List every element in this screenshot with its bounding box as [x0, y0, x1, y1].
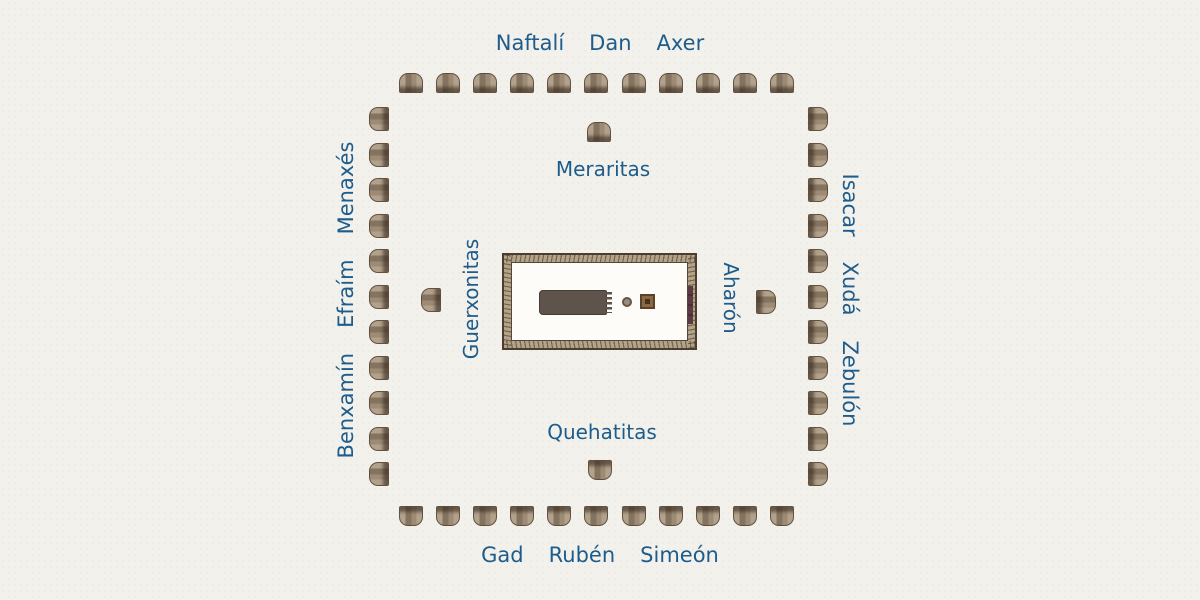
tent-icon: [621, 73, 646, 93]
tent-icon: [510, 506, 535, 526]
tribe-simeon: Simeón: [640, 543, 719, 567]
altar-icon: [640, 294, 655, 309]
tent-icon: [732, 73, 757, 93]
tent-icon: [808, 426, 828, 451]
tribe-dan: Dan: [589, 31, 632, 55]
levite-guerxonitas-tents: [421, 288, 441, 312]
tent-icon: [473, 73, 498, 93]
tent-icon: [621, 506, 646, 526]
levite-quehatitas-tents: [588, 460, 612, 480]
fence-north: [504, 255, 695, 262]
tent-icon: [769, 506, 794, 526]
tribe-isacar: Isacar: [838, 173, 862, 237]
levite-quehatitas-label: Quehatitas: [547, 420, 657, 444]
tribe-efraim: Efraím: [334, 259, 358, 328]
tent-icon: [732, 506, 757, 526]
camp-south-tents: [399, 506, 794, 526]
levite-meraritas-tents: [587, 122, 611, 142]
tribe-menaxes: Menaxés: [334, 141, 358, 235]
tent-icon: [436, 506, 461, 526]
tent-icon: [369, 320, 389, 344]
tent-icon: [369, 462, 389, 486]
tent-icon: [808, 213, 828, 238]
tent-icon: [808, 249, 828, 273]
tent-icon: [808, 320, 828, 344]
tent-icon: [369, 249, 389, 273]
tent-icon: [547, 73, 572, 93]
tent-icon: [369, 284, 389, 309]
fence-west: [504, 255, 511, 348]
tent-icon: [584, 73, 609, 93]
tent-icon: [369, 107, 389, 131]
altar-hearth: [645, 299, 650, 304]
tent-icon: [658, 73, 683, 93]
tribe-axer: Axer: [656, 31, 705, 55]
tent-icon: [588, 460, 612, 480]
tent-icon: [695, 506, 720, 526]
north-tribes-label: Naftalí Dan Axer: [496, 31, 704, 55]
camp-east-tents: [808, 107, 828, 486]
tent-icon: [510, 73, 535, 93]
tent-icon: [808, 107, 828, 131]
tent-icon: [369, 355, 389, 380]
tribe-zebulon: Zebulón: [838, 340, 862, 427]
tribe-benxamin: Benxamín: [334, 352, 358, 459]
tent-icon: [808, 391, 828, 415]
levite-guerxonitas-label: Guerxonitas: [459, 238, 483, 360]
tent-icon: [369, 213, 389, 238]
entrance-screen: [688, 286, 693, 324]
courtyard-fence: [502, 253, 697, 350]
tent-icon: [808, 355, 828, 380]
tent-icon: [436, 73, 461, 93]
tribe-ruben: Rubén: [548, 543, 616, 567]
laver-basin-icon: [622, 297, 632, 307]
tent-icon: [369, 142, 389, 167]
tribe-naftali: Naftalí: [495, 31, 565, 55]
levite-meraritas-label: Meraritas: [555, 157, 651, 181]
levite-aharon-label: Aharón: [719, 262, 743, 334]
camp-west-tents: [369, 107, 389, 486]
tent-icon: [369, 426, 389, 451]
courtyard-interior: [511, 262, 688, 341]
tent-icon: [808, 142, 828, 167]
tabernacle-tent: [539, 290, 612, 315]
fence-south: [504, 341, 695, 348]
tent-icon: [369, 391, 389, 415]
tent-icon: [369, 178, 389, 202]
tent-icon: [756, 290, 776, 314]
camp-north-tents: [399, 73, 794, 93]
tent-icon: [547, 506, 572, 526]
tent-icon: [808, 284, 828, 309]
tribe-gad: Gad: [481, 543, 524, 567]
tent-icon: [421, 288, 441, 312]
levite-aharon-tents: [756, 290, 776, 314]
south-tribes-label: Gad Rubén Simeón: [481, 543, 719, 567]
tent-icon: [399, 73, 423, 93]
tent-icon: [695, 73, 720, 93]
tribe-xuda: Xudá: [838, 261, 862, 316]
tent-icon: [658, 506, 683, 526]
tabernacle-curtain-edge: [606, 292, 612, 313]
west-tribes-label: Benxamín Efraím Menaxés: [334, 142, 358, 459]
tent-icon: [473, 506, 498, 526]
tent-icon: [587, 122, 611, 142]
east-tribes-label: Isacar Xudá Zebulón: [838, 174, 862, 427]
tent-icon: [808, 462, 828, 486]
tent-icon: [808, 178, 828, 202]
tent-icon: [769, 73, 794, 93]
tent-icon: [399, 506, 423, 526]
tent-icon: [584, 506, 609, 526]
